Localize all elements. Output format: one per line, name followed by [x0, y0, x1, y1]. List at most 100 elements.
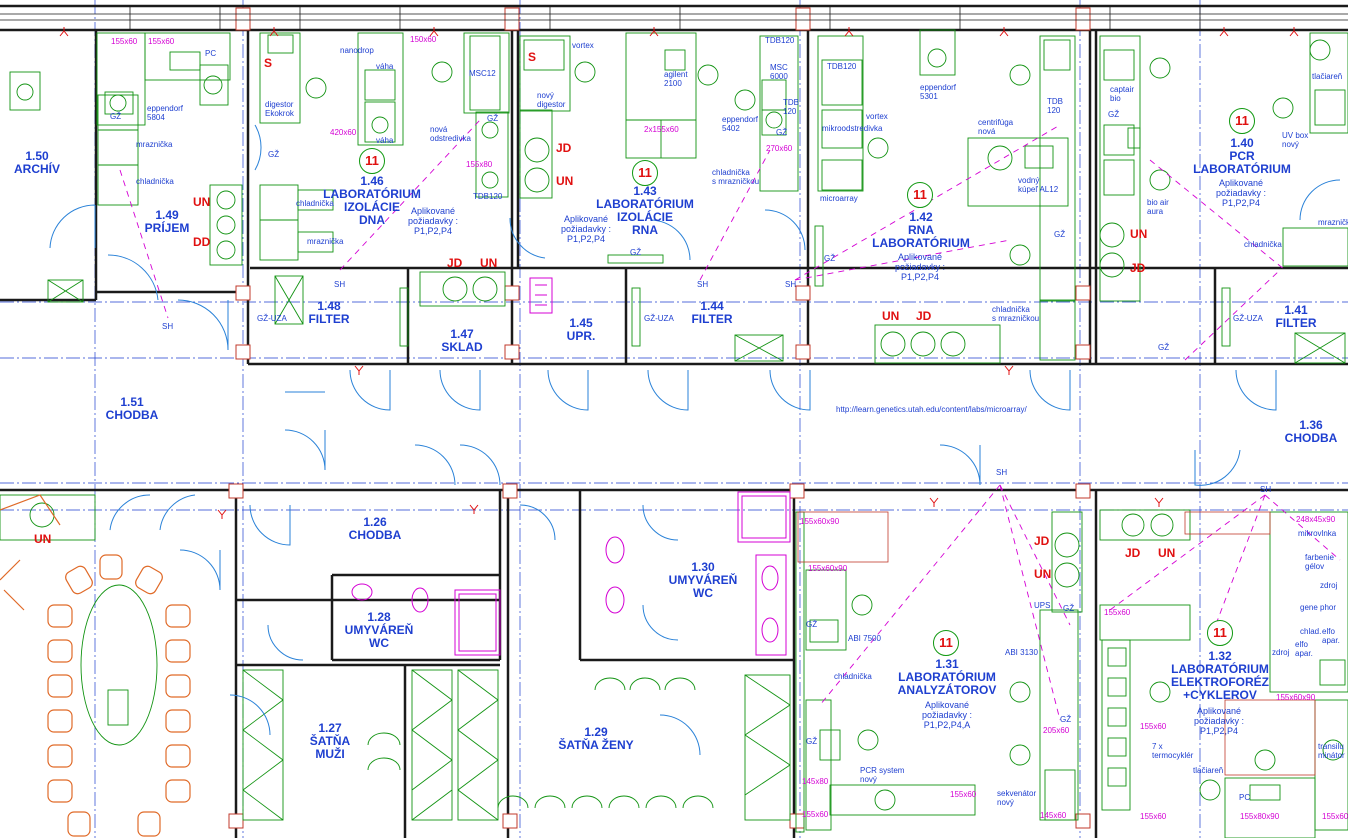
label-vaha: váha	[376, 62, 394, 71]
label-gz-uza-3: GŽ-UZA	[1233, 314, 1263, 323]
mark-un: UN	[480, 256, 498, 270]
mark-un: UN	[1158, 546, 1176, 560]
label-gz-11: GŽ	[1060, 715, 1072, 724]
label-gz-5: GŽ	[630, 248, 642, 257]
label-gz-12: GŽ	[806, 620, 818, 629]
mark-jd: JD	[1034, 534, 1050, 548]
label-gz-10: GŽ	[1063, 604, 1075, 613]
label-sh: SH	[162, 322, 174, 331]
label-gz-2: GŽ	[487, 114, 499, 123]
mark-jd: JD	[1130, 261, 1146, 275]
label-vortex-2: vortex	[866, 112, 888, 121]
label-chladnicka-mraznicka-2: chladnička s mrazničkou	[992, 305, 1040, 323]
label-digestor: digestor Ekokrok	[265, 100, 294, 118]
label-sh-6: SH	[1260, 485, 1272, 494]
label-pc: PC	[205, 49, 217, 58]
label-chladnicka-4: chladnička	[834, 672, 872, 681]
label-transiluminator: transilu minátor	[1318, 742, 1345, 760]
dim-155x60-3: 155x60	[802, 810, 829, 819]
airflow-lines	[119, 119, 1341, 721]
mark-jd: JD	[916, 309, 932, 323]
dim-155x80x90: 155x80x90	[1240, 812, 1280, 821]
mark-dd: DD	[193, 235, 211, 249]
label-chlad: chlad.	[1300, 627, 1322, 636]
label-mikrocentrifuga: mikroodstredivka	[822, 124, 883, 133]
mark-un: UN	[1130, 227, 1148, 241]
label-gz-3: GŽ	[776, 128, 788, 137]
label-tdb120-e: TDB 120	[1047, 97, 1063, 115]
label-abi-3130: ABI 3130	[1005, 648, 1038, 657]
dim-145x60: 145x60	[1040, 811, 1067, 820]
mark-un: UN	[193, 195, 211, 209]
label-sh-4: SH	[785, 280, 797, 289]
dim-155x60x90-3: 155x60x90	[1276, 693, 1316, 702]
label-gz-4: GŽ	[268, 150, 280, 159]
facade-windows	[0, 6, 1348, 30]
label-abi-7500: ABI 7500	[848, 634, 881, 643]
dim-248x45x90: 248x45x90	[1296, 515, 1336, 524]
label-nanodrop: nanodrop	[340, 46, 374, 55]
label-gz-6: GŽ	[824, 254, 836, 263]
label-sekvenator: sekvenátor nový	[997, 789, 1037, 807]
dim-155x80: 155x80	[466, 160, 493, 169]
label-chladnicka-mraznicka: chladnička s mrazničkou	[712, 168, 760, 186]
label-gz-9: GŽ	[1108, 110, 1120, 119]
walls	[0, 4, 1348, 838]
label-gz: GŽ	[110, 112, 122, 121]
label-elfo-apar-2: elfo apar.	[1322, 627, 1340, 645]
label-agilent: agilent 2100	[664, 70, 688, 88]
label-chladnicka-2: chladnička	[296, 199, 334, 208]
columns	[228, 7, 1091, 829]
dim-155x60-8: 155x60	[1322, 812, 1348, 821]
label-zdroj-2: zdroj	[1272, 648, 1290, 657]
label-gz-uza: GŽ-UZA	[257, 314, 287, 323]
label-mraznicka-2: mraznička	[307, 237, 344, 246]
requirement-badge-143: 11	[632, 160, 658, 186]
label-novy-digestor: nový digestor	[537, 91, 566, 109]
doors	[49, 124, 1341, 756]
label-sh-5: SH	[996, 468, 1008, 477]
lab-furniture	[0, 29, 1348, 838]
label-centrifuga: centrifúga nová	[978, 118, 1014, 136]
label-pc-2: PC	[1239, 793, 1251, 802]
dim-155x60-7: 155x60	[1140, 812, 1167, 821]
label-elfo-apar: elfo apar.	[1295, 640, 1313, 658]
dim-155x60x90: 155x60x90	[800, 517, 840, 526]
mark-un: UN	[882, 309, 900, 323]
conference-chairs	[0, 494, 191, 837]
label-captair: captair bio	[1110, 85, 1135, 103]
label-gz-uza-2: GŽ-UZA	[644, 314, 674, 323]
label-chladnicka: chladnička	[136, 177, 174, 186]
sanitary-fixtures	[351, 277, 791, 656]
label-tdb120: TDB120	[473, 192, 503, 201]
label-pcr-system: PCR system nový	[860, 766, 905, 784]
requirement-badge-131: 11	[933, 630, 959, 656]
label-uv-box: UV box nový	[1282, 131, 1309, 149]
dim-205x60: 205x60	[1043, 726, 1070, 735]
label-gz-7: GŽ	[1158, 343, 1170, 352]
dim-420x60: 420x60	[330, 128, 357, 137]
label-tlaciaren: tlačiareň	[1312, 72, 1343, 81]
label-eppendorf-5301: eppendorf 5301	[920, 83, 957, 101]
label-termocykler: 7 x termocyklér	[1152, 742, 1194, 760]
label-sh-3: SH	[697, 280, 709, 289]
requirement-badge-146: 11	[359, 148, 385, 174]
label-tlaciaren-2: tlačiareň	[1193, 766, 1224, 775]
mark-s: S	[528, 50, 537, 64]
source-url[interactable]: http://learn.genetics.utah.edu/content/l…	[836, 405, 1027, 414]
mark-un: UN	[1034, 567, 1052, 581]
